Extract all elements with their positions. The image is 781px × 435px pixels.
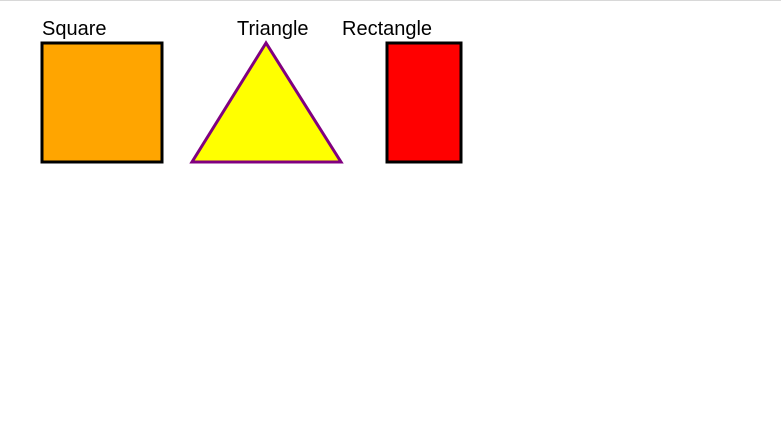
rectangle-shape: Rectangle — [342, 18, 463, 164]
triangle-label: Triangle — [237, 18, 309, 40]
top-border — [0, 0, 781, 1]
triangle — [189, 40, 344, 164]
square-label: Square — [42, 18, 107, 40]
square — [40, 41, 164, 164]
rectangle-label: Rectangle — [342, 18, 432, 40]
square-shape: Square — [40, 18, 164, 164]
rectangle — [385, 41, 463, 164]
triangle-shape: Triangle — [189, 18, 344, 164]
